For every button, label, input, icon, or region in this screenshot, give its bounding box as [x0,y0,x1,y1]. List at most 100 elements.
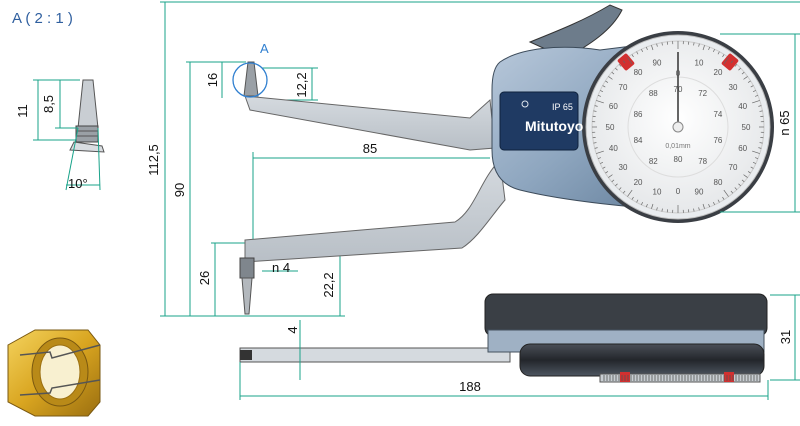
dial-tick [615,67,618,71]
dial-tick [646,46,648,50]
dial-tick [759,142,763,144]
gauge-front-view [239,4,774,315]
dial-tick [651,203,654,209]
dial-tick [752,150,760,154]
dial-number: 80 [634,68,643,77]
dial-tick [636,51,639,55]
dial-tick [600,162,604,164]
dim-tip-upper: 8,5 [41,95,56,113]
detail-tip-drawing [33,79,105,191]
dial-tick [738,67,741,71]
dial-number: 88 [649,89,658,98]
dim-contact: n 4 [272,260,290,275]
dial-tick [656,43,658,47]
dim-lower-22-2: 22,2 [321,272,336,297]
dial-tick [622,60,626,64]
dial-ticks [592,41,764,213]
dial-tick [741,179,745,183]
dial-tick [593,110,597,112]
dial-tick [641,49,643,53]
dial-tick [627,189,633,197]
dim-tip-length: 11 [15,104,30,118]
gauge-side-view [239,293,768,383]
dial-number: 70 [619,83,628,92]
dial-tick [661,42,663,46]
dial-number: 20 [634,178,643,187]
dial-number: 60 [609,102,618,111]
dial-resolution: 0,01mm [665,143,690,150]
brand-logo: Mitutoyo [525,118,583,134]
dial-tick [759,110,763,112]
dial-tick [602,85,606,88]
dial-tick [608,76,613,80]
dim-dial-dia: n 65 [777,110,792,135]
dim-upper-16: 16 [205,73,220,87]
dial-tick [594,105,598,107]
dial-number: 86 [634,110,643,119]
dial-tick [747,171,751,174]
dial-tick [693,42,695,46]
ring-gauge-illustration [7,329,101,417]
dial-number: 40 [609,144,618,153]
dial-tick [631,54,634,58]
detail-title: A ( 2 : 1 ) [12,10,73,27]
dial-top-inner: 70 [674,85,683,94]
dial-tick [611,179,615,183]
dial-tick [615,183,618,187]
dial-tick [722,196,725,200]
dial-tick [646,204,648,208]
dial-tick [618,64,622,67]
dial-tick [608,174,613,178]
dial-tick [713,201,715,205]
dial-number: 40 [738,102,747,111]
dial-number: 20 [714,68,723,77]
dial-tick [597,157,601,159]
dial-tick [738,183,741,187]
dial-tick [730,190,734,194]
dial-tick [693,208,695,212]
dial-number: 10 [653,188,662,197]
dial-number: 30 [619,163,628,172]
dial-tick [723,189,729,197]
dim-length: 188 [459,379,481,394]
dial-tick [602,166,606,169]
dial-number: 90 [695,188,704,197]
dial-tick [755,95,759,97]
dial-tick [661,208,663,212]
dial-tick [734,64,738,67]
dial-tick [631,196,634,200]
dial-top-center: 0 [676,69,681,78]
dial-tick [596,100,604,104]
dial-number: 76 [713,136,722,145]
dial-tick [636,199,639,203]
dim-upper-12-2: 12,2 [294,72,309,97]
dial-number: 50 [606,123,615,132]
dial-tick [641,201,643,205]
dial-tick [747,80,751,83]
dial-tick [717,199,720,203]
dial-tick [755,157,759,159]
dial-tick [702,203,705,209]
dial-tick [605,171,609,174]
dial-tick [594,147,598,149]
dial-tick [730,60,734,64]
dial-tick [708,46,710,50]
dial-tick [752,90,756,92]
dial-tick [651,45,654,51]
dial-number: 82 [649,157,658,166]
dial-bottom-inner: 80 [674,155,683,164]
dial-tick [698,43,700,47]
dim-depth: 31 [778,330,793,344]
dial-tick [752,100,760,104]
dial-tick [750,85,754,88]
dial-tick [717,51,720,55]
dial-numbers: 1020304050607080909080706050403020107274… [606,58,751,196]
dial-tick [750,166,754,169]
dial-tick [627,57,633,65]
dial-tick [752,162,756,164]
dial-tick [656,207,658,211]
dial-number: 90 [653,58,662,67]
ip-rating: IP 65 [552,102,573,112]
dim-reach: 85 [363,141,377,156]
